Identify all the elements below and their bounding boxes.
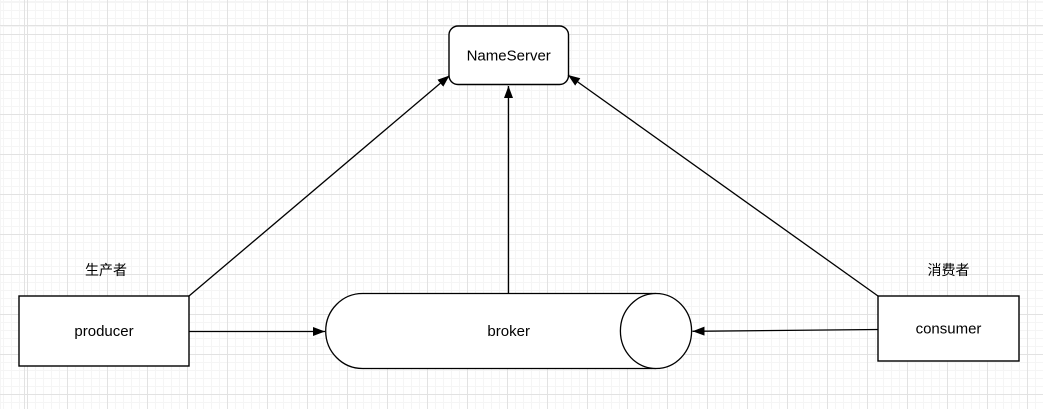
node-broker[interactable]: broker: [325, 292, 693, 370]
broker-label: broker: [487, 323, 530, 340]
producer-caption: 生产者: [85, 262, 127, 278]
nameserver-label: NameServer: [467, 48, 551, 65]
edge-consumer-to-broker[interactable]: [692, 326, 879, 336]
nameserver-box[interactable]: [448, 25, 570, 86]
broker-cylinder-cap[interactable]: [619, 292, 693, 370]
consumer-label: consumer: [916, 320, 982, 337]
broker-cylinder-body[interactable]: [325, 292, 656, 370]
producer-box[interactable]: [18, 295, 190, 367]
edge-producer-to-nameserver[interactable]: [188, 75, 450, 297]
node-consumer[interactable]: consumer: [877, 295, 1020, 362]
node-producer[interactable]: producer: [18, 295, 190, 367]
node-nameserver[interactable]: NameServer: [448, 25, 570, 86]
producer-label: producer: [74, 323, 133, 340]
edge-consumer-to-nameserver[interactable]: [567, 74, 879, 297]
consumer-caption: 消费者: [928, 262, 970, 278]
consumer-box[interactable]: [877, 295, 1020, 362]
